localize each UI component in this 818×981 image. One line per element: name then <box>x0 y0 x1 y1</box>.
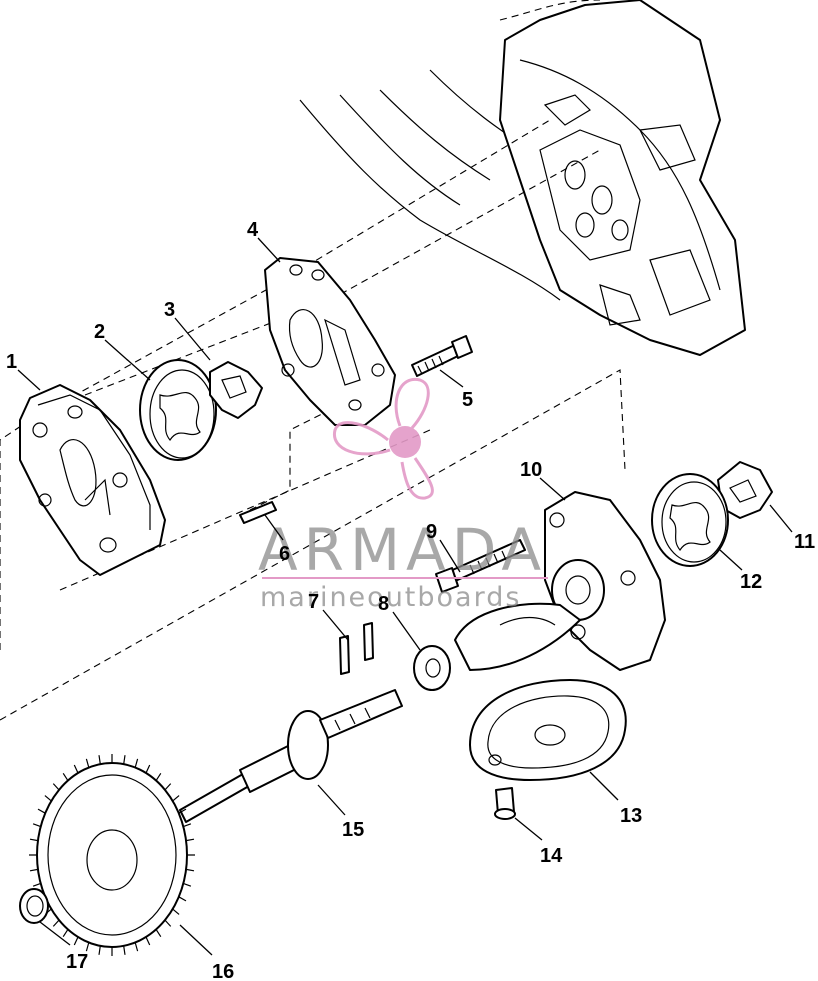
engine-block <box>299 0 746 356</box>
gasket-part-13 <box>469 679 627 781</box>
washer-part-8 <box>413 645 451 691</box>
leader-lines <box>17 237 793 956</box>
callout-6: 6 <box>279 543 290 565</box>
pump-plate-part-4 <box>264 257 396 426</box>
ring-part-17 <box>19 888 49 924</box>
outer-rotor-part-12 <box>651 473 729 567</box>
outer-rotor-part-2 <box>139 359 217 461</box>
screw-part-14 <box>494 787 516 820</box>
callout-numbers: 1 2 3 4 5 6 7 8 9 10 11 12 13 14 15 16 1… <box>6 219 815 981</box>
callout-13: 13 <box>620 805 642 827</box>
dowel-pin-part-6 <box>239 501 277 524</box>
shaft-part-15 <box>179 689 403 823</box>
callout-11: 11 <box>794 531 815 553</box>
callout-12: 12 <box>740 571 762 593</box>
watermark-tagline: marineoutboards <box>260 582 521 613</box>
pump-cover-part-1 <box>19 384 166 576</box>
callout-10: 10 <box>520 459 542 481</box>
gear-part-16 <box>29 754 195 956</box>
callout-2: 2 <box>94 321 105 343</box>
callout-14: 14 <box>540 845 563 867</box>
armada-watermark: ARMADA marineoutboards <box>258 377 548 613</box>
callout-7: 7 <box>308 591 319 613</box>
watermark-brand: ARMADA <box>258 516 547 584</box>
inner-rotor-part-3 <box>209 361 263 419</box>
callout-17: 17 <box>66 951 88 973</box>
callout-3: 3 <box>164 299 175 321</box>
pump-housing-part-10 <box>454 491 666 671</box>
callout-9: 9 <box>426 521 437 543</box>
callout-15: 15 <box>342 819 364 841</box>
bolt-part-5 <box>411 335 473 377</box>
callout-16: 16 <box>212 961 234 981</box>
callout-1: 1 <box>6 351 17 373</box>
callout-4: 4 <box>247 219 259 241</box>
callout-8: 8 <box>378 593 389 615</box>
pins-part-7 <box>339 622 374 675</box>
callout-5: 5 <box>462 389 473 411</box>
propeller-logo <box>333 377 434 500</box>
